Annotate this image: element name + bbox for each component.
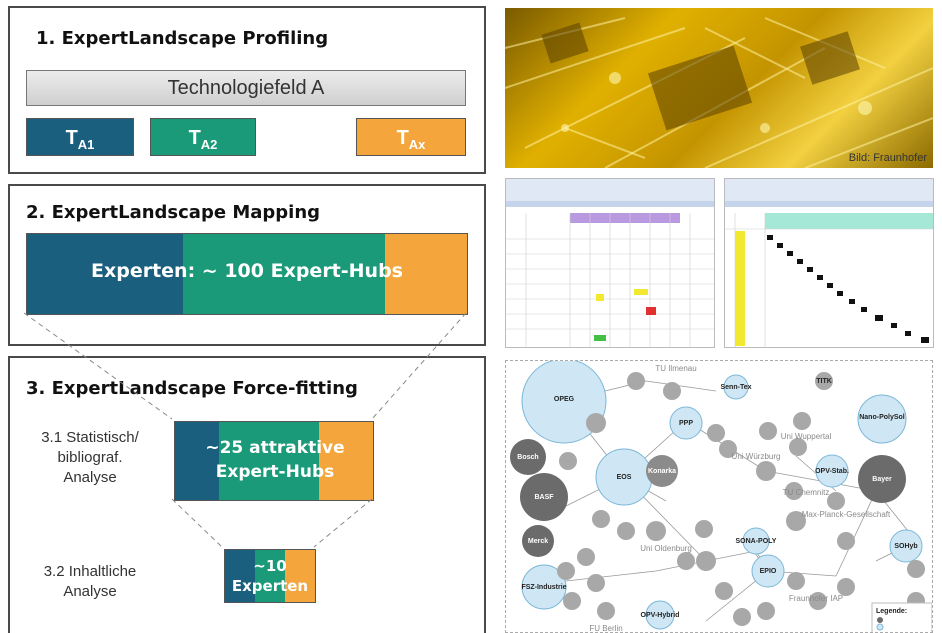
expert-network-map: OPEG EOS PPP Konarka Nano-PolySol Bayer …: [505, 360, 933, 633]
photo-credit: Bild: Fraunhofer: [848, 152, 927, 164]
node-konarka: [646, 455, 678, 487]
bar3-seg-orange: [285, 550, 315, 602]
node-merck: [522, 525, 554, 557]
tech-box-a2-main: T: [188, 127, 201, 149]
node-opeg: [521, 361, 607, 444]
step3-title: 3. ExpertLandscape Force-fitting: [26, 378, 358, 399]
node-sona-poly: [742, 527, 770, 555]
node-fsz-industrie: [521, 564, 567, 610]
attraktive-hubs-label: ~25 attraktive Expert-Hubs: [205, 438, 345, 482]
cluster-uni-oldenburg: Uni Oldenburg: [640, 544, 692, 553]
bar3-seg-blue: [225, 550, 255, 602]
node-label-titk: TITK: [816, 378, 832, 385]
tech-box-a1-main: T: [65, 127, 78, 149]
step2-title: 2. ExpertLandscape Mapping: [26, 202, 321, 223]
node-label-sohyb: SOHyb: [894, 543, 917, 550]
legend-title: Legende:: [876, 608, 907, 615]
node-label-bosch: Bosch: [517, 454, 538, 461]
node-label-bayer: Bayer: [872, 476, 892, 483]
attraktive-hubs-bar: [174, 421, 374, 501]
node-opv-hybrid: [645, 600, 675, 630]
node-bayer-left: [520, 473, 568, 521]
step2-panel: 2. ExpertLandscape Mapping Experten: ~ 1…: [8, 184, 486, 346]
step1-title: 1. ExpertLandscape Profiling: [36, 28, 329, 49]
experten-bar: [224, 549, 316, 603]
spreadsheet-2: [724, 178, 934, 348]
node-bayer: [858, 455, 906, 503]
bar2-seg-green: [219, 422, 319, 500]
network-graph: OPEG EOS PPP Konarka Nano-PolySol Bayer …: [510, 361, 932, 633]
network-nodes: [510, 361, 925, 630]
techfield-bar: Technologiefeld A: [26, 70, 466, 106]
spreadsheet-1-grid: [506, 179, 714, 347]
node-label-epio: EPIO: [760, 568, 777, 575]
circuit-board-image: Bild: Fraunhofer: [505, 8, 933, 168]
step1-panel: 1. ExpertLandscape Profiling Technologie…: [8, 6, 486, 174]
spreadsheet-2-grid: [725, 179, 933, 347]
bar3-seg-green: [255, 550, 285, 602]
tech-box-a1: TA1: [26, 118, 134, 156]
cluster-uni-wuppertal: Uni Wuppertal: [781, 432, 832, 441]
node-label-konarka: Konarka: [648, 468, 676, 475]
network-legend: Legende:: [871, 602, 932, 632]
cluster-tu-chemnitz: TU Chemnitz: [783, 488, 830, 497]
node-label-opv-stab: OPV-Stab.: [815, 468, 849, 475]
tech-box-ax-main: T: [396, 127, 409, 149]
node-senn-tex: [723, 374, 749, 400]
tech-box-a2-sub: A2: [200, 137, 218, 152]
step3-panel: 3. ExpertLandscape Force-fitting 3.1 Sta…: [8, 356, 486, 633]
node-label-eos: EOS: [617, 474, 632, 481]
node-sohyb: [889, 529, 923, 563]
node-label-fsz: FSZ-Industrie: [521, 584, 566, 591]
bar-seg-blue: [27, 234, 183, 314]
cluster-fu-berlin: FU Berlin: [589, 624, 622, 633]
tech-box-a2: TA2: [150, 118, 256, 156]
expert-hubs-bar: [26, 233, 468, 315]
tech-box-ax: TAx: [356, 118, 466, 156]
node-label-sona: SONA-POLY: [736, 538, 777, 545]
cluster-tu-ilmenau: TU Ilmenau: [655, 364, 696, 373]
node-label-merck: Merck: [528, 538, 548, 545]
bar-seg-orange: [385, 234, 467, 314]
node-label-opeg: OPEG: [554, 396, 575, 403]
node-label-ppp: PPP: [679, 420, 693, 427]
expert-hubs-label: Experten: ~ 100 Expert-Hubs: [90, 260, 403, 282]
tech-box-ax-sub: Ax: [408, 137, 426, 152]
step3-2-label: 3.2 Inhaltliche Analyse: [43, 563, 137, 600]
node-epio: [751, 554, 785, 588]
node-nano-polysol: [857, 394, 907, 444]
node-label-nano: Nano-PolySol: [859, 414, 905, 421]
node-opv-stab: [815, 454, 849, 488]
node-label-senn-tex: Senn-Tex: [721, 384, 752, 391]
bar-seg-green: [183, 234, 385, 314]
node-bosch: [510, 439, 546, 475]
bar2-seg-blue: [175, 422, 219, 500]
bar2-seg-orange: [319, 422, 373, 500]
circuit-pattern: [505, 17, 933, 168]
cluster-fraunhofer-iap: Fraunhofer IAP: [789, 594, 843, 603]
spreadsheet-1: [505, 178, 715, 348]
cluster-uni-wuerzburg: Uni Würzburg: [732, 452, 781, 461]
experten-label: ~10 Experten: [231, 557, 309, 595]
step3-1-label: 3.1 Statistisch/ bibliograf. Analyse: [41, 429, 139, 486]
node-label-opv-hybrid: OPV-Hybrid: [641, 612, 680, 619]
tech-box-a1-sub: A1: [77, 137, 95, 152]
cluster-max-planck: Max-Planck-Gesellschaft: [802, 510, 891, 519]
node-ppp: [669, 406, 703, 440]
node-label-basf: BASF: [534, 494, 554, 501]
